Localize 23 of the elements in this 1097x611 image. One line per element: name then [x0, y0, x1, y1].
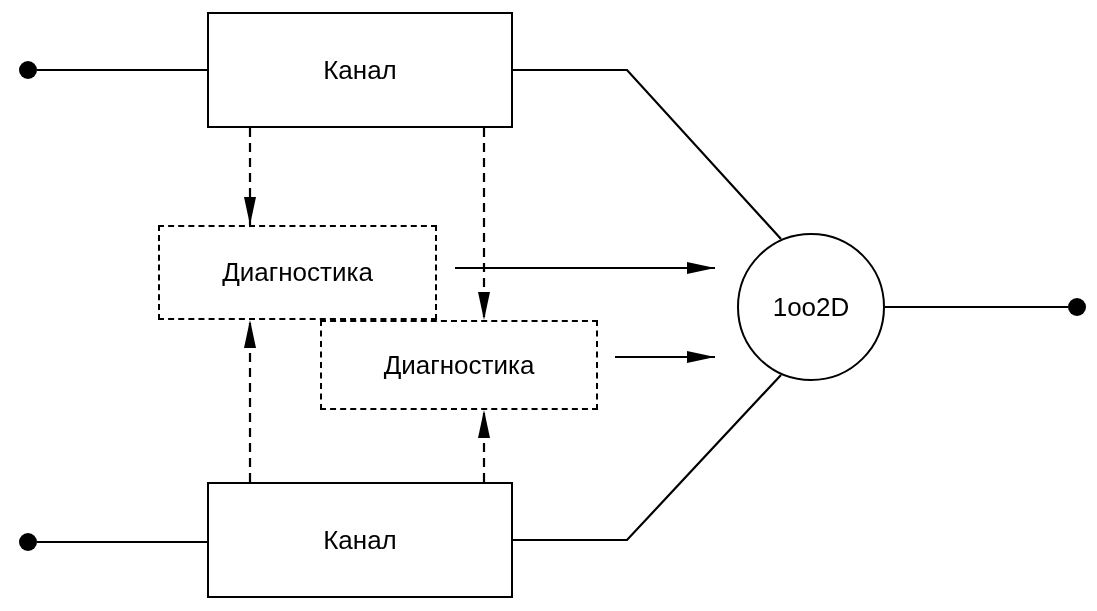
arrow [244, 128, 256, 225]
arrow [478, 128, 490, 320]
process-box [207, 482, 513, 598]
connector-line [37, 540, 207, 544]
diagnostic-box [320, 320, 598, 410]
terminal-dot [19, 61, 37, 79]
connector-line [513, 374, 782, 542]
box-label: 1oo2D [772, 291, 850, 323]
arrow [478, 410, 490, 482]
connector-line [513, 68, 782, 240]
box-label: Канал [323, 54, 397, 86]
arrow [455, 262, 715, 274]
box-label: Диагностика [222, 257, 373, 288]
arrow [244, 320, 256, 482]
terminal-dot [1068, 298, 1086, 316]
connector-line [885, 305, 1068, 309]
terminal-dot [19, 533, 37, 551]
arrow [615, 351, 715, 363]
box-label: Канал [323, 524, 397, 556]
box-label: Диагностика [383, 349, 535, 381]
connector-line [37, 68, 207, 72]
process-box [207, 12, 513, 128]
diagnostic-box [158, 225, 437, 320]
